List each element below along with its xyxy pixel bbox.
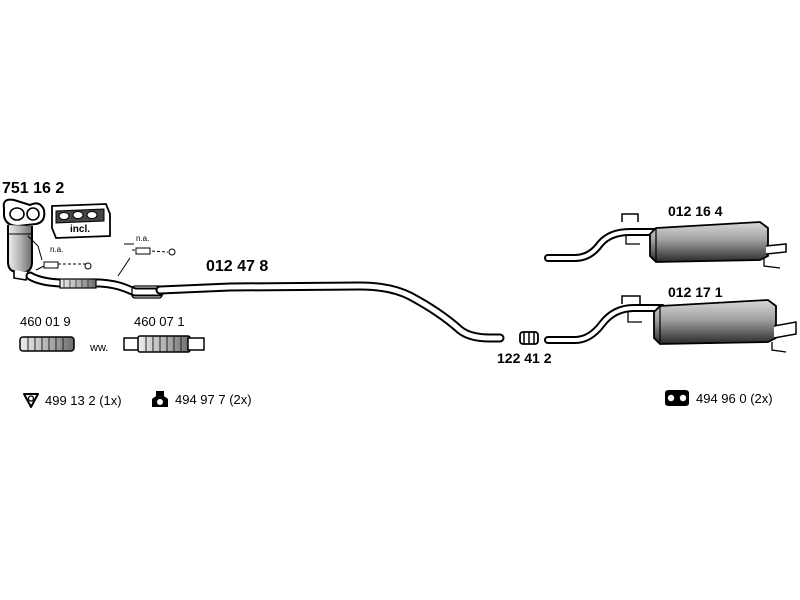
legend-double-hanger: 494 96 0 (2x): [663, 389, 773, 407]
label-rear-silencer-2: 012 17 1: [668, 284, 723, 300]
lambda-sensor-1: [27, 235, 92, 271]
label-ww: ww.: [90, 342, 109, 354]
legend-gasket: 499 13 2 (1x): [22, 391, 122, 409]
rear-silencer-1[interactable]: [544, 213, 787, 269]
legend-rubber-mount-text: 494 97 7 (2x): [175, 391, 252, 407]
legend-rubber-mount: 494 97 7 (2x): [150, 389, 252, 409]
label-flex-pipe-1: 460 01 9: [20, 314, 71, 329]
legend-double-hanger-text: 494 96 0 (2x): [696, 390, 773, 406]
ring-gasket-icon: [23, 393, 39, 408]
rubber-mount-icon: [152, 391, 168, 407]
clamp-part[interactable]: [519, 331, 539, 345]
double-hanger-icon: [665, 390, 689, 406]
label-incl: incl.: [68, 224, 93, 235]
lambda-sensor-2: [117, 243, 176, 277]
front-pipe[interactable]: [25, 271, 165, 299]
included-gasket-box: [51, 203, 111, 239]
legend-gasket-text: 499 13 2 (1x): [45, 392, 122, 408]
label-rear-silencer-1: 012 16 4: [668, 203, 723, 219]
label-clamp: 122 41 2: [497, 350, 552, 366]
flex-pipe-1[interactable]: [19, 336, 75, 352]
flex-pipe-2[interactable]: [123, 335, 205, 353]
catalyst-part[interactable]: [2, 198, 46, 281]
label-middle-pipe: 012 47 8: [206, 258, 269, 275]
label-flex-pipe-2: 460 07 1: [134, 314, 185, 329]
label-na-2: n.a.: [136, 234, 150, 243]
middle-pipe[interactable]: [155, 281, 505, 343]
label-catalyst: 751 16 2: [2, 180, 65, 197]
rear-silencer-2[interactable]: [544, 295, 797, 353]
label-na-1: n.a.: [50, 245, 64, 254]
